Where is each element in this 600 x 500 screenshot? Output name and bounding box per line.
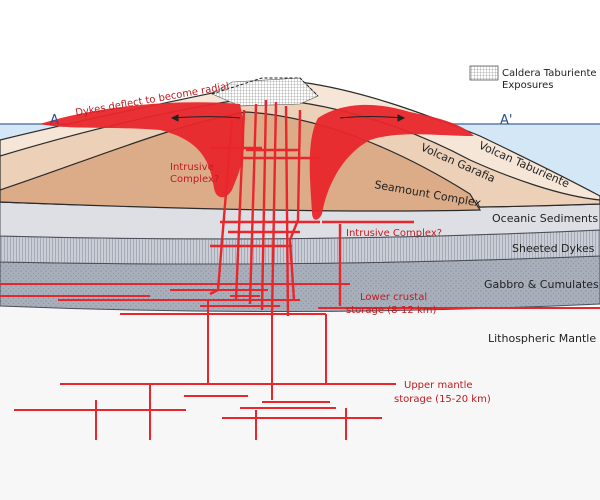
lower-crustal-storage-line2: storage (8-12 km) <box>346 305 436 316</box>
flow-arrow-left <box>171 116 241 119</box>
legend-label-line1: Caldera Taburiente <box>502 68 597 79</box>
intrusive-complex-upper-line1: Intrusive <box>170 162 214 173</box>
upper-mantle-storage-line1: Upper mantle <box>404 380 473 391</box>
section-marker-a: A <box>50 113 59 128</box>
intrusive-complex-upper-line2: Complex? <box>170 174 219 185</box>
section-marker-a-prime: A' <box>500 113 512 128</box>
upper-mantle-storage-line2: storage (15-20 km) <box>394 394 491 405</box>
magma-plumbing <box>0 99 600 440</box>
lithospheric-mantle-layer <box>0 300 600 500</box>
legend-label-line2: Exposures <box>502 80 554 91</box>
gabbro-cumulates-label: Gabbro & Cumulates <box>484 278 599 291</box>
sheeted-dykes-label: Sheeted Dykes <box>512 242 595 255</box>
right-magma-plume <box>309 104 474 220</box>
flow-arrow-right <box>339 116 405 119</box>
pre-erosion-summit-outline <box>211 77 319 97</box>
legend: Caldera Taburiente Exposures <box>469 65 597 91</box>
oceanic-sediments-label: Oceanic Sediments <box>492 212 598 225</box>
lower-crustal-storage-line1: Lower crustal <box>360 292 427 303</box>
lithospheric-mantle-label: Lithospheric Mantle <box>488 332 596 345</box>
left-magma-plume <box>40 102 245 198</box>
intrusive-complex-lower: Intrusive Complex? <box>346 228 442 239</box>
caldera-exposure-swatch <box>469 65 499 81</box>
